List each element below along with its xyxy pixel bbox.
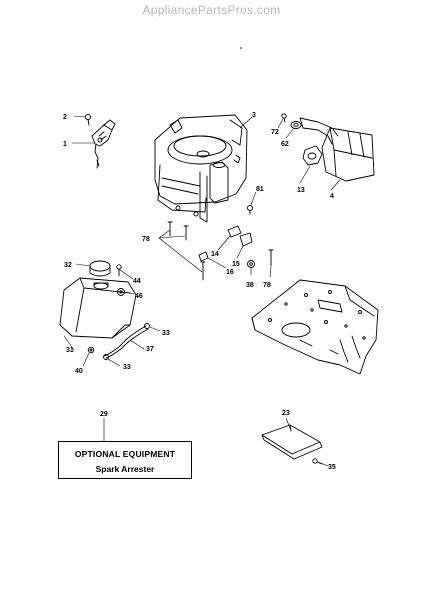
fuel-line-37[interactable]: [103, 325, 149, 359]
callout-33-lower: 33: [123, 364, 131, 371]
callout-16: 16: [226, 269, 234, 276]
fitting-14[interactable]: [227, 225, 242, 238]
fuel-cap-32[interactable]: [89, 260, 111, 277]
callout-29: 29: [100, 411, 108, 418]
callout-31: 31: [66, 347, 74, 354]
optional-equipment-title: OPTIONAL EQUIPMENT: [74, 449, 176, 459]
callout-46: 46: [135, 293, 143, 300]
exhaust-pipe[interactable]: [299, 117, 339, 145]
gasket-62[interactable]: [290, 121, 302, 129]
engine-bolts-78[interactable]: [167, 221, 206, 281]
callout-13: 13: [297, 187, 305, 194]
screw-81[interactable]: [247, 205, 253, 215]
engine[interactable]: [154, 114, 248, 223]
screw-72[interactable]: [281, 113, 287, 123]
screw-44[interactable]: [116, 264, 122, 277]
watermark-text: AppliancePartsPros.com: [142, 3, 281, 17]
callout-72: 72: [271, 129, 279, 136]
screw-2[interactable]: [85, 114, 91, 126]
throttle-control[interactable]: [91, 119, 116, 169]
callout-14: 14: [211, 251, 219, 258]
callout-1: 1: [63, 141, 67, 148]
screw-35[interactable]: [312, 458, 323, 465]
grommet-40[interactable]: [87, 346, 95, 354]
callout-32: 32: [64, 262, 72, 269]
optional-equipment-box: OPTIONAL EQUIPMENT Spark Arrester: [58, 441, 192, 479]
callout-4: 4: [330, 193, 334, 200]
fuel-tank-31[interactable]: [59, 277, 137, 339]
callout-35: 35: [328, 464, 336, 471]
callout-62: 62: [281, 141, 289, 148]
callout-78-engine-bolts: 78: [142, 236, 150, 243]
fitting-16[interactable]: [198, 251, 209, 262]
callout-40: 40: [75, 368, 83, 375]
callout-2: 2: [63, 114, 67, 121]
clamp-33-bottom[interactable]: [103, 354, 109, 360]
muffler-4[interactable]: [321, 127, 375, 182]
spark-arrester-label: Spark Arrester: [95, 464, 155, 474]
callout-44: 44: [133, 278, 141, 285]
flange-13[interactable]: [302, 145, 323, 166]
callout-15: 15: [232, 261, 240, 268]
callout-78-single: 78: [263, 282, 271, 289]
stray-dot: [240, 47, 242, 49]
callout-38: 38: [246, 282, 254, 289]
callout-81: 81: [256, 186, 264, 193]
callout-3: 3: [252, 112, 256, 119]
callout-33-upper: 33: [162, 330, 170, 337]
heat-shield-23[interactable]: [261, 424, 323, 460]
chassis-plate[interactable]: [251, 279, 379, 375]
washer-38[interactable]: [247, 260, 255, 268]
clamp-33-top[interactable]: [144, 323, 150, 329]
fitting-15[interactable]: [239, 232, 253, 247]
bolt-78[interactable]: [268, 249, 274, 267]
callout-37: 37: [146, 346, 154, 353]
callout-23: 23: [282, 410, 290, 417]
